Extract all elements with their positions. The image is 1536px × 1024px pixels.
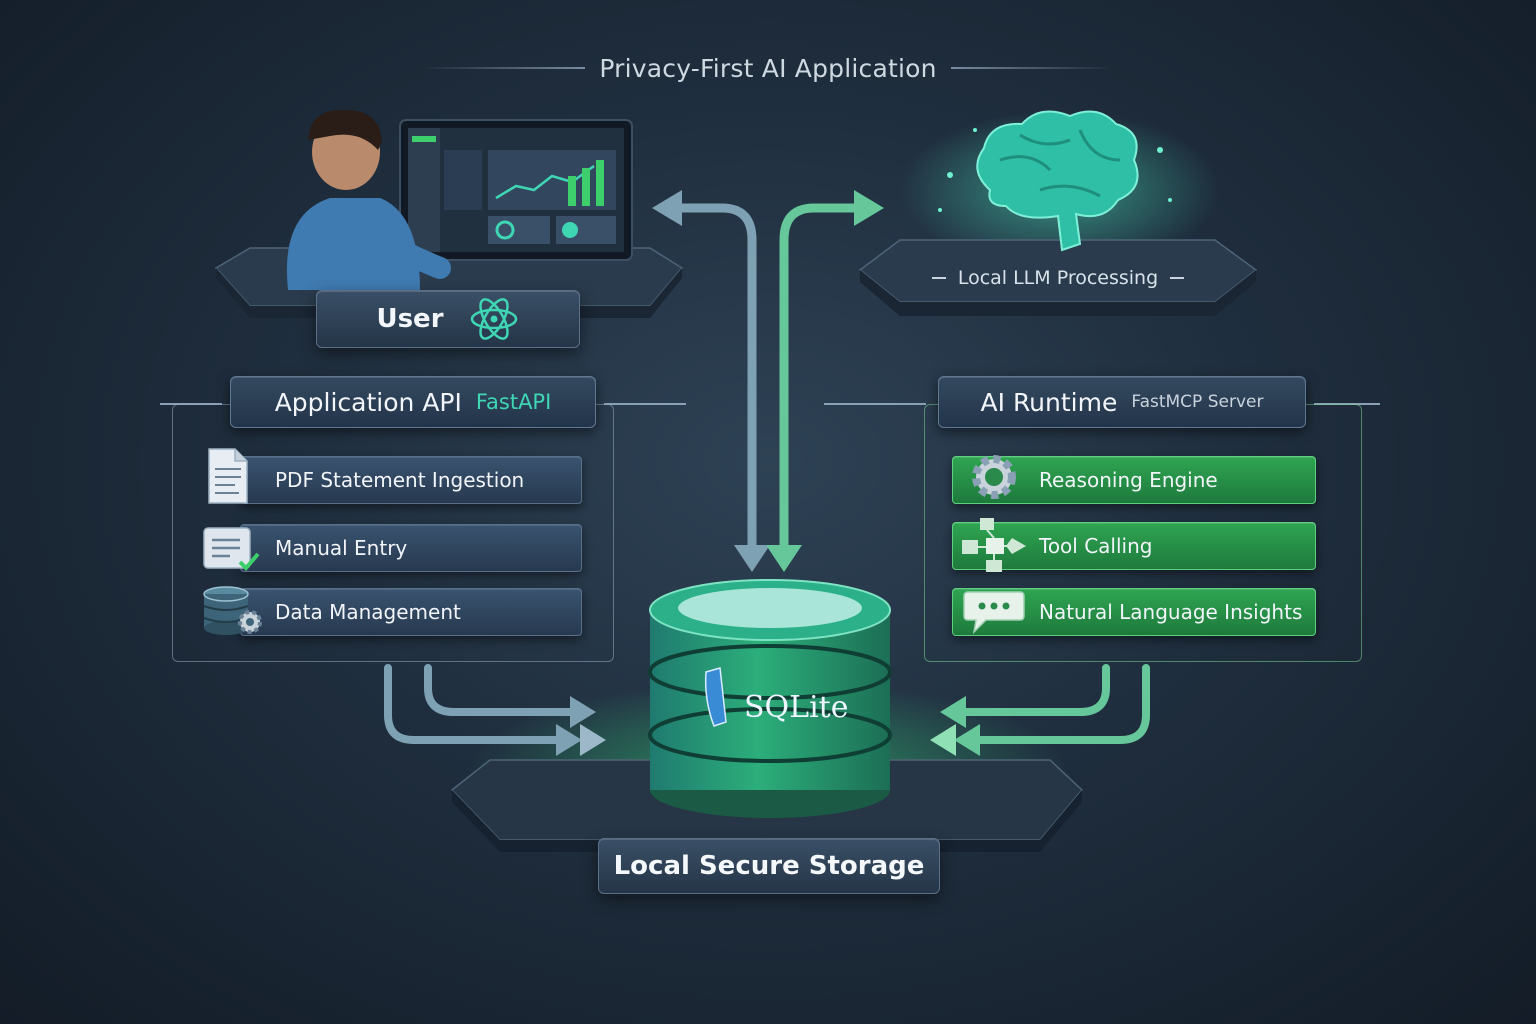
chat-icon [962, 586, 1026, 638]
runtime-storage-arrows [962, 664, 1150, 744]
atom-icon [470, 298, 517, 340]
title-rule-right [950, 67, 1111, 69]
pdf-ingestion-label: PDF Statement Ingestion [275, 468, 525, 492]
application-api-framework: FastAPI [475, 390, 552, 414]
monitor-icon [323, 119, 633, 266]
brain-icon [938, 110, 1172, 252]
application-api-header: Application API FastAPI [230, 376, 596, 428]
user-storage-arrow [670, 203, 757, 550]
user-node: User [316, 290, 580, 348]
manual-entry-row[interactable]: Manual Entry [240, 524, 582, 572]
tool-calling-label: Tool Calling [1039, 534, 1153, 558]
user-label: User [376, 304, 444, 334]
arrowhead-api-1 [556, 724, 582, 756]
ai-runtime-server: FastMCP Server [1131, 392, 1264, 412]
local-storage-label: Local Secure Storage [613, 851, 925, 881]
arrowhead-user [652, 190, 682, 226]
reasoning-engine-row[interactable]: Reasoning Engine [952, 456, 1316, 504]
pdf-ingestion-row[interactable]: PDF Statement Ingestion [240, 456, 582, 504]
form-check-icon [202, 524, 260, 576]
gear-icon [962, 448, 1026, 506]
arrowhead-api-2 [580, 724, 606, 756]
sqlite-label: SQLite [744, 690, 849, 725]
arrowhead-runtime-2 [930, 724, 956, 756]
arrowhead-runtime-1 [954, 724, 980, 756]
ai-runtime-title: AI Runtime [980, 387, 1118, 417]
api-storage-arrows [384, 664, 574, 744]
data-management-label: Data Management [275, 600, 461, 624]
document-icon [202, 446, 254, 506]
diagram-title: Privacy-First AI Application [599, 53, 937, 83]
flow-icon [958, 516, 1030, 574]
sqlite-feather-icon [704, 667, 727, 727]
application-api-title: Application API [274, 387, 462, 417]
arrowhead-storage-left [734, 545, 770, 572]
llm-label: Local LLM Processing [957, 267, 1159, 289]
manual-entry-label: Manual Entry [275, 536, 408, 560]
person-icon [286, 109, 451, 290]
database-gear-icon [200, 584, 266, 640]
nl-insights-label: Natural Language Insights [1039, 600, 1303, 624]
llm-node: Local LLM Processing [900, 262, 1216, 294]
arrowhead-storage-right [766, 545, 802, 572]
llm-storage-arrow [779, 203, 865, 550]
local-storage-node: Local Secure Storage [598, 838, 940, 894]
ai-runtime-header: AI Runtime FastMCP Server [938, 376, 1306, 428]
title-bar: Privacy-First AI Application [0, 48, 1536, 88]
database-cylinder [648, 579, 892, 818]
title-rule-left [425, 67, 586, 69]
reasoning-engine-label: Reasoning Engine [1039, 468, 1218, 492]
arrowhead-runtime-3 [940, 696, 966, 728]
arrowhead-llm [854, 190, 884, 226]
data-management-row[interactable]: Data Management [240, 588, 582, 636]
arrowhead-api-3 [570, 696, 596, 728]
